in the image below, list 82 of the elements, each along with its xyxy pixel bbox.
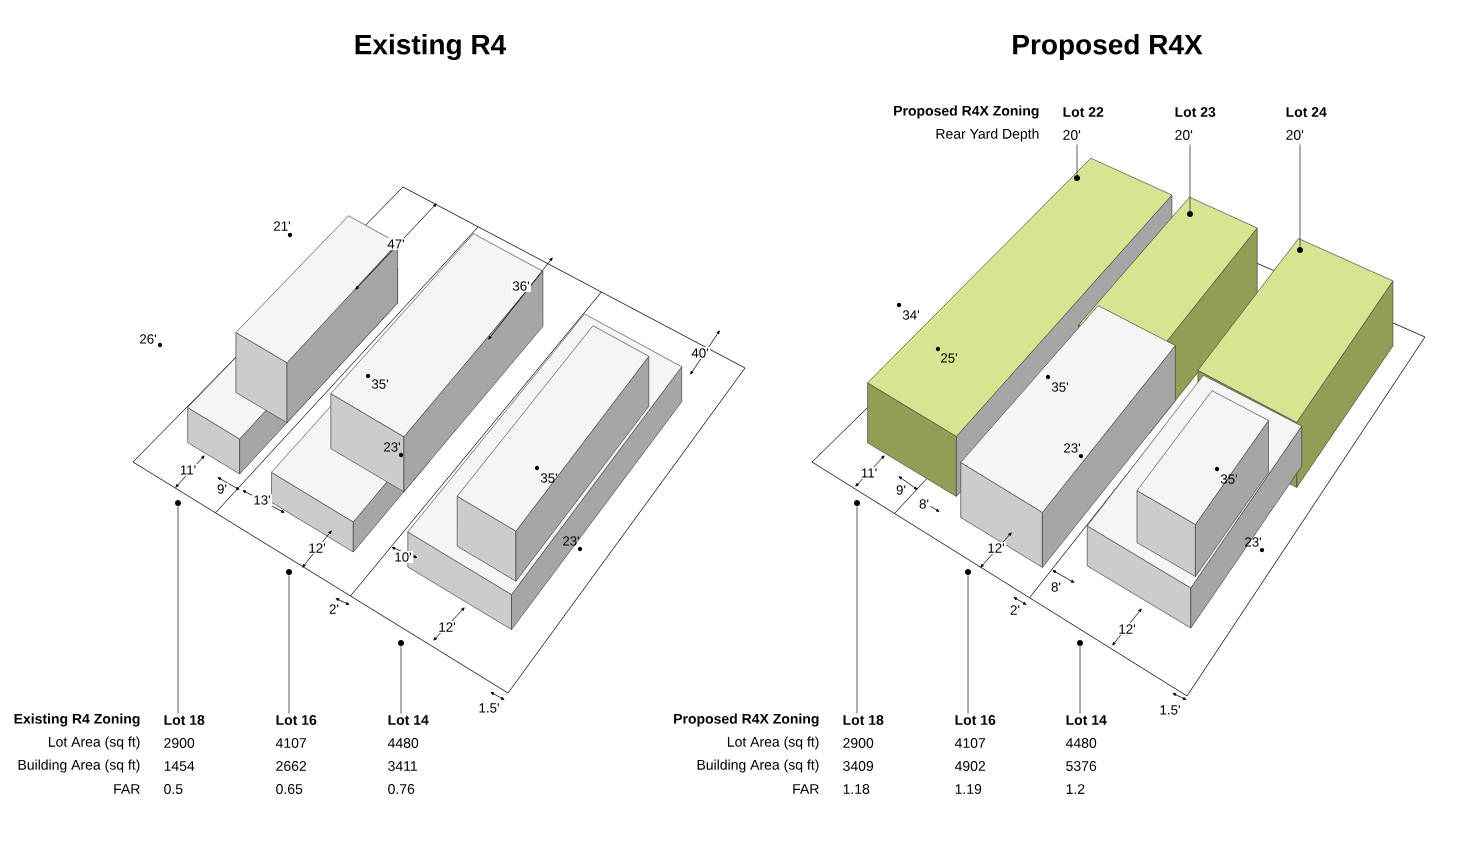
table-cell: 4107: [275, 738, 306, 748]
dimension-label: 2': [1008, 604, 1022, 616]
table-cell: 20': [1063, 130, 1081, 140]
dimension-label: 11': [859, 467, 879, 479]
height-label: 35': [1045, 374, 1069, 392]
table-cell: 0.65: [276, 784, 303, 794]
lot-label: Lot 16: [276, 715, 317, 725]
dimension-label: 9': [894, 483, 908, 497]
table-cell: 1454: [164, 761, 195, 771]
row-label: Lot Area (sq ft): [48, 736, 140, 750]
dimension-label: 12': [1117, 623, 1138, 635]
leader-line: [1076, 144, 1078, 176]
leader-line: [856, 505, 858, 714]
lot-label: Lot 18: [164, 715, 205, 725]
table-cell: 2900: [164, 738, 195, 748]
lot-label: Lot 14: [1066, 715, 1107, 725]
row-label: FAR: [793, 784, 819, 794]
dimension-label: 40': [690, 346, 711, 360]
dimension-label: 12': [437, 621, 457, 633]
dimension-label: 47': [386, 238, 407, 250]
table-cell: 1.18: [843, 784, 870, 794]
lot-label: Lot 22: [1063, 107, 1104, 117]
panel-heading: Existing R4: [355, 33, 507, 61]
table-cell: 4107: [954, 738, 986, 748]
table-cell: 4480: [1065, 738, 1097, 748]
leader-line: [967, 574, 969, 714]
table-cell: 1.2: [1066, 784, 1085, 794]
height-label: 35': [534, 465, 558, 483]
dimension-label: 12': [307, 542, 327, 554]
height-label: 21': [274, 221, 293, 238]
height-label: 25': [935, 346, 958, 363]
table-cell: 2900: [843, 738, 874, 748]
row-label: Rear Yard Depth: [936, 128, 1039, 142]
height-label: 23': [563, 536, 583, 552]
table-cell: 3411: [388, 761, 417, 771]
dimension-label: 8': [1049, 580, 1063, 594]
table-cell: 4902: [954, 761, 986, 771]
dimension-label: 9': [215, 482, 229, 496]
row-label: Lot Area (sq ft): [727, 736, 819, 750]
height-label: 26': [140, 334, 163, 348]
height-label: 34': [896, 302, 920, 320]
dimension-label: 1.5': [1158, 704, 1182, 716]
table-header: Existing R4 Zoning: [14, 713, 140, 727]
dimension-label: 10': [393, 550, 414, 564]
leader-line: [1189, 144, 1191, 212]
table-cell: 5376: [1066, 761, 1097, 771]
height-label: 23': [1245, 537, 1265, 553]
height-label: 35': [365, 373, 389, 389]
table-cell: 0.76: [388, 784, 415, 794]
table-cell: 2662: [276, 761, 306, 771]
panel-heading: Proposed R4X: [1013, 33, 1203, 61]
lot-label: Lot 14: [388, 715, 429, 725]
dimension-label: 13': [252, 493, 273, 507]
table-cell: 20': [1286, 130, 1304, 140]
leader-line: [177, 505, 179, 714]
dimension-label: 11': [178, 464, 198, 476]
height-label: 35': [1214, 466, 1238, 484]
table-cell: 0.5: [164, 784, 183, 794]
dimension-label: 2': [327, 603, 341, 615]
table-cell: 4480: [387, 738, 419, 748]
dimension-label: 36': [511, 279, 532, 293]
row-label: Building Area (sq ft): [18, 759, 140, 773]
lot-label: Lot 16: [955, 715, 996, 725]
table-header: Proposed R4X Zoning: [674, 713, 819, 727]
table-cell: 1.19: [955, 784, 982, 794]
leader-line: [400, 645, 402, 714]
dimension-label: 12': [986, 542, 1007, 554]
leader-line: [288, 574, 290, 714]
dimension-label: 1.5': [477, 702, 501, 714]
row-label: Building Area (sq ft): [697, 759, 819, 773]
height-label: 23': [1064, 443, 1084, 459]
leader-line: [1079, 645, 1081, 714]
leader-line: [1299, 144, 1301, 248]
lot-label: Lot 18: [843, 715, 884, 725]
lot-label: Lot 24: [1286, 107, 1327, 117]
height-label: 23': [384, 442, 404, 458]
dimension-label: 8': [917, 497, 931, 511]
row-label: FAR: [114, 784, 140, 794]
table-header: Proposed R4X Zoning: [894, 105, 1039, 119]
lot-label: Lot 23: [1175, 107, 1216, 117]
table-cell: 20': [1175, 130, 1193, 140]
table-cell: 3409: [843, 761, 874, 771]
